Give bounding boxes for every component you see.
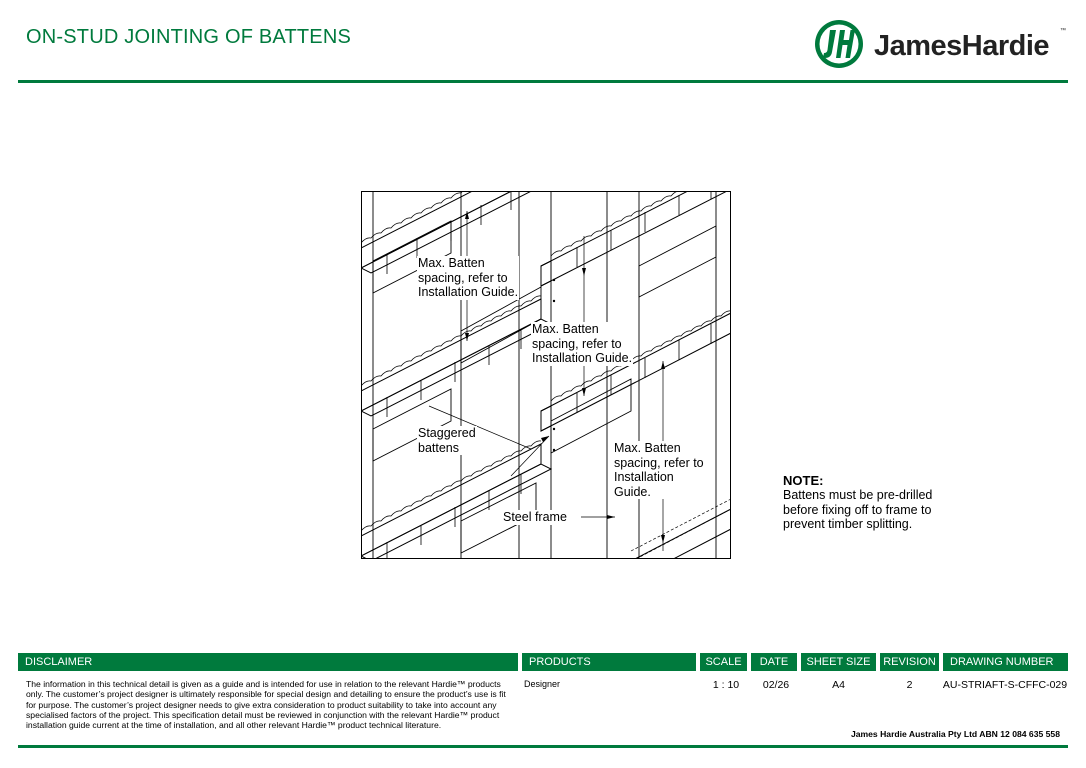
header-sheet-size: SHEET SIZE — [801, 653, 876, 671]
batten-wavy-edges — [361, 191, 731, 532]
logo-trademark: ™ — [1060, 28, 1066, 34]
isometric-batten-detail — [361, 191, 731, 559]
label-batten-spacing-2: Max. Batten spacing, refer to Installati… — [531, 322, 634, 366]
revision-value: 2 — [906, 679, 913, 691]
note-heading: NOTE: — [783, 473, 824, 488]
hidden-lines — [630, 498, 731, 559]
battens — [361, 191, 731, 559]
note-body: Battens must be pre-drilled before fixin… — [783, 488, 933, 532]
drawing-number-value: AU-STRIAFT-S-CFFC-029 — [942, 679, 1068, 691]
arrowheads — [465, 211, 665, 543]
label-steel-frame: Steel frame — [502, 510, 568, 525]
products-value: Designer — [524, 679, 561, 689]
header-revision: REVISION — [880, 653, 939, 671]
steel-frame-studs — [372, 191, 717, 559]
header-date: DATE — [751, 653, 797, 671]
batten-joins — [386, 191, 712, 559]
label-staggered-battens: Staggered battens — [417, 426, 477, 455]
page-title: ON-STUD JOINTING OF BATTENS — [26, 26, 352, 48]
fixing-screws — [552, 278, 556, 452]
logo-wordmark: JamesHardie — [874, 30, 1050, 62]
disclaimer-text: The information in this technical detail… — [26, 679, 506, 731]
batten-drawing — [361, 191, 731, 559]
james-hardie-logo: JamesHardie ™ — [812, 16, 1074, 72]
label-batten-spacing-1: Max. Batten spacing, refer to Installati… — [417, 256, 520, 300]
footer-rule — [18, 745, 1068, 748]
header-drawing-number: DRAWING NUMBER — [943, 653, 1068, 671]
label-batten-spacing-3: Max. Batten spacing, refer to Installati… — [613, 441, 705, 499]
header-rule — [18, 80, 1068, 83]
jh-monogram-icon — [815, 20, 863, 68]
date-value: 02/26 — [762, 679, 790, 691]
sheet-size-value: A4 — [832, 679, 845, 691]
header-scale: SCALE — [700, 653, 747, 671]
company-abn: James Hardie Australia Pty Ltd ABN 12 08… — [850, 729, 1060, 739]
scale-value: 1 : 10 — [712, 679, 740, 691]
header-products: PRODUCTS — [522, 653, 696, 671]
header-disclaimer: DISCLAIMER — [18, 653, 518, 671]
drawing-border — [361, 191, 731, 559]
